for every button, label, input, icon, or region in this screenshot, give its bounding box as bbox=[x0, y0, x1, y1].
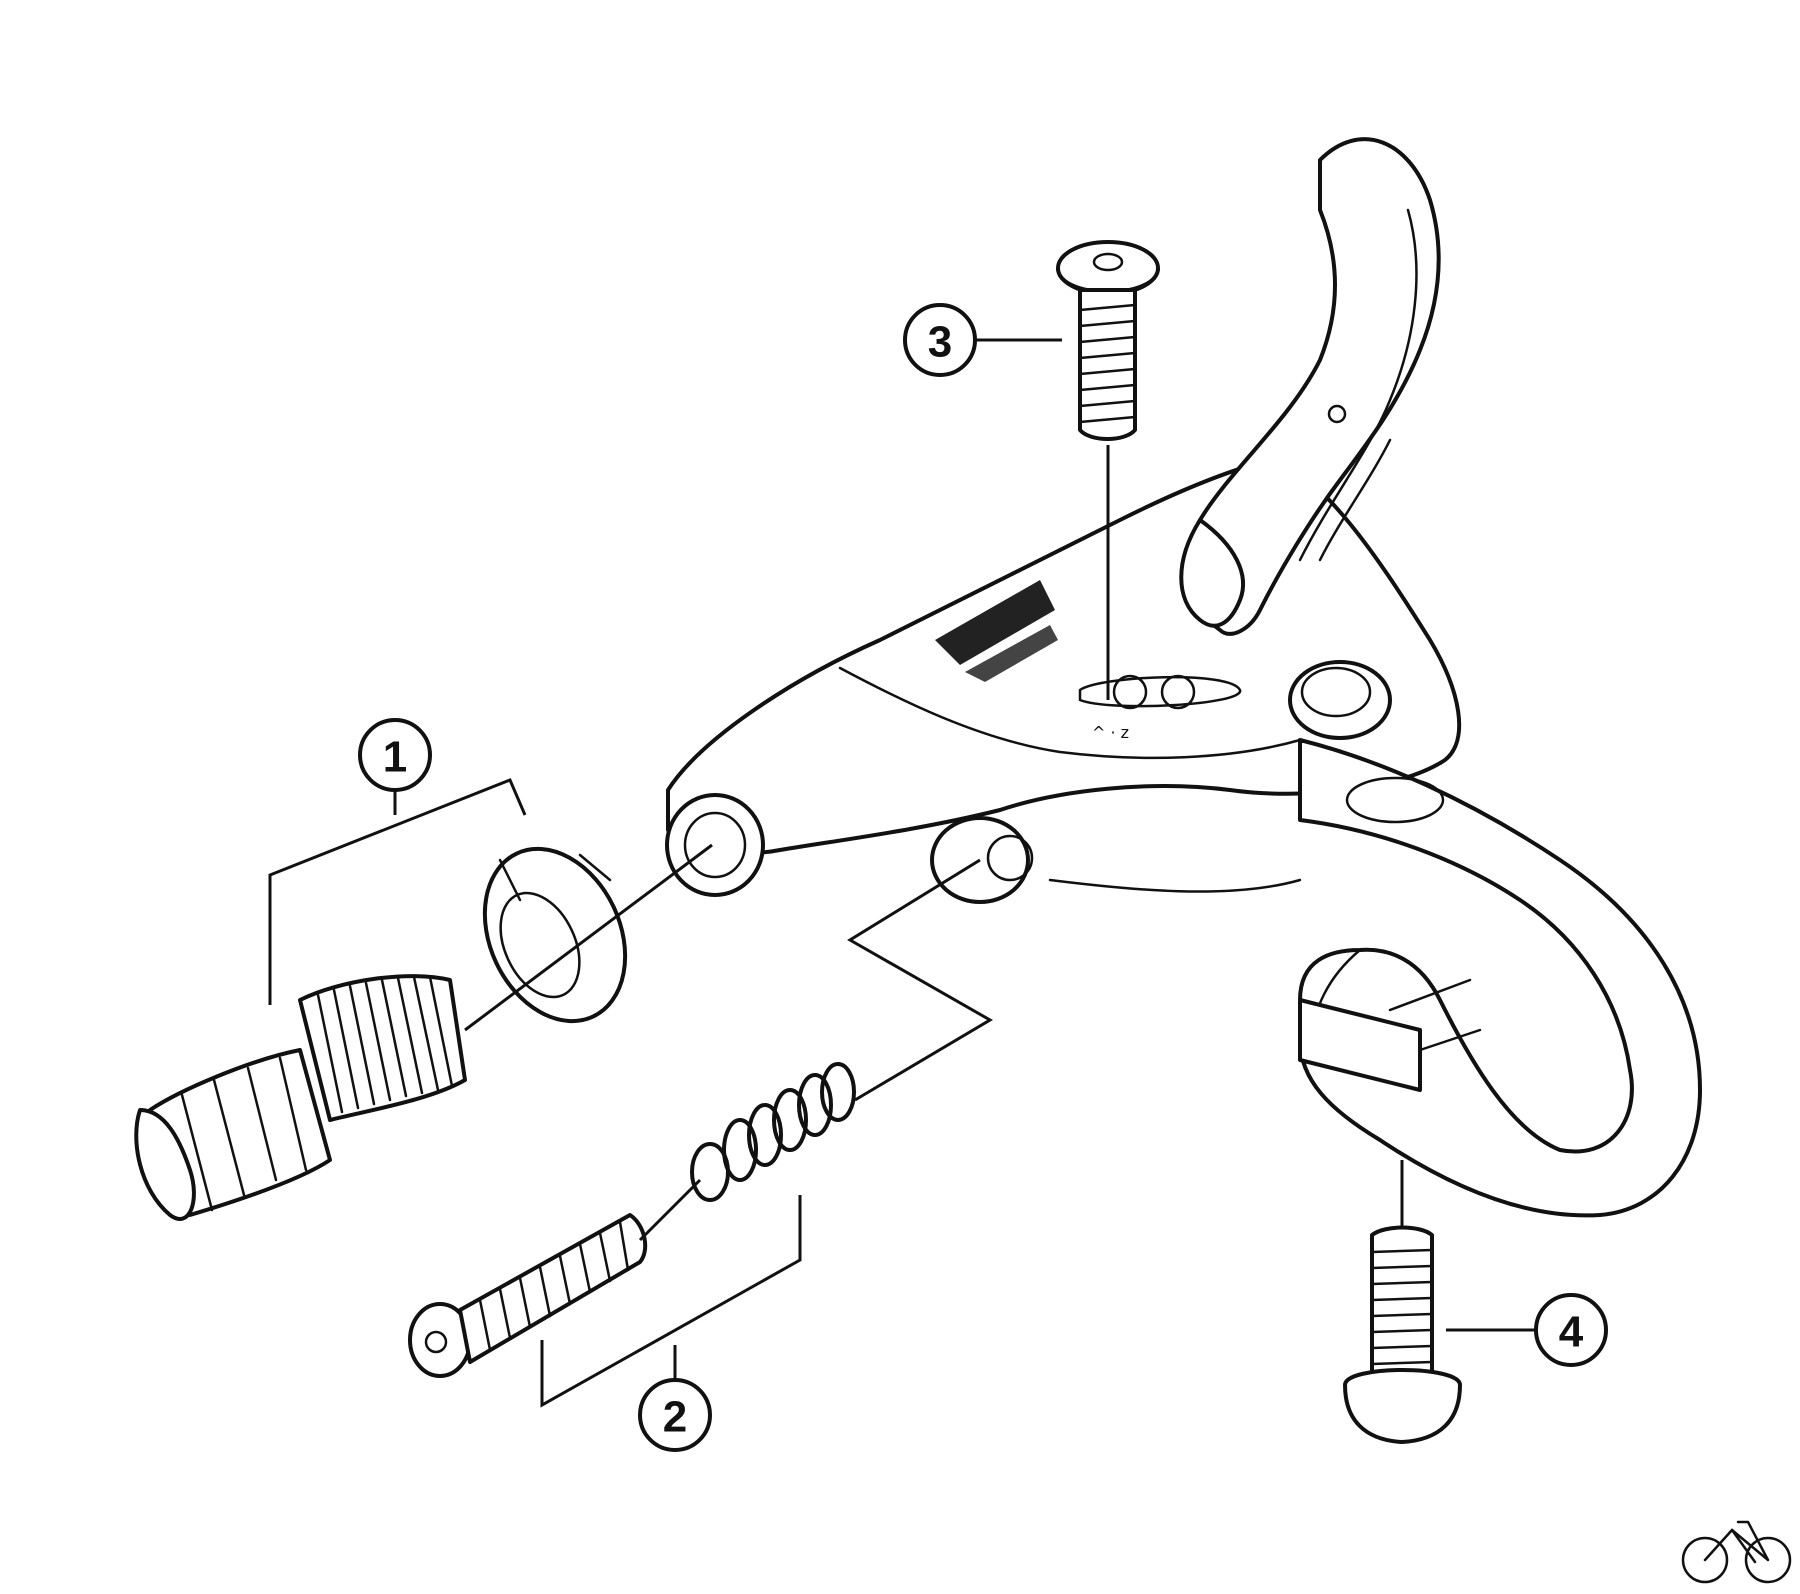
lever-blade bbox=[1179, 137, 1441, 636]
callout-4-label: 4 bbox=[1559, 1308, 1584, 1357]
callout-4: 4 bbox=[1534, 1293, 1608, 1367]
callout-3: 3 bbox=[903, 303, 977, 377]
part-3-pivot-screw bbox=[1056, 240, 1160, 700]
callout-1: 1 bbox=[358, 718, 432, 792]
callout-2-label: 2 bbox=[663, 1393, 687, 1442]
bicycle-icon bbox=[1681, 1520, 1792, 1584]
brand-logo-icon bbox=[935, 580, 1058, 682]
callout-2: 2 bbox=[638, 1378, 712, 1452]
callout-1-label: 1 bbox=[383, 733, 407, 782]
part-1-barrel-adjuster bbox=[134, 846, 628, 1221]
callout-3-label: 3 bbox=[928, 318, 952, 367]
reach-marks: ^ · z bbox=[1092, 723, 1129, 742]
callout-leaders bbox=[268, 338, 1536, 1408]
part-4-clamp-bolt bbox=[1343, 1160, 1462, 1444]
part-2-screw-and-spring bbox=[408, 858, 993, 1378]
